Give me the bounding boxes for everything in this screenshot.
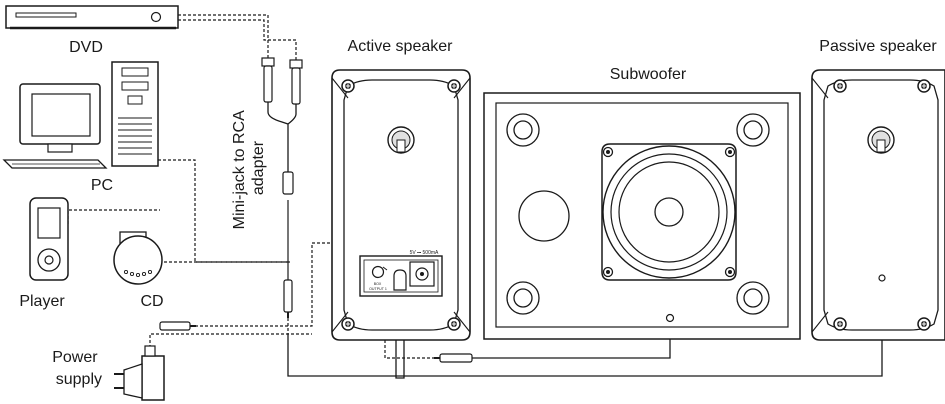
mini-jack-plug — [283, 279, 293, 318]
bass-port — [518, 190, 570, 242]
power-supply: Power supply — [52, 345, 165, 401]
active-speaker-label: Active speaker — [348, 38, 454, 55]
player-label: Player — [19, 293, 65, 310]
rca-adapter: Mini-jack to RCA adapter — [231, 57, 303, 230]
sub-plug — [434, 353, 473, 363]
player-cable — [67, 209, 160, 224]
media-player: Player — [19, 197, 69, 310]
keyhole-icon — [867, 126, 895, 154]
passive-speaker: Passive speaker — [811, 38, 945, 341]
subwoofer-label: Subwoofer — [610, 66, 687, 83]
connector-panel: 5V ⎓ 500mA BOX OUTPUT 1 — [359, 250, 443, 297]
dvd-cable-right — [178, 19, 297, 60]
pc-cable — [148, 159, 290, 263]
passive-speaker-label: Passive speaker — [819, 38, 937, 55]
power-supply-label: Power supply — [52, 349, 102, 388]
adapter-label: Mini-jack to RCA adapter — [231, 107, 267, 230]
input-cable — [195, 242, 379, 327]
power-rating-label: 5V ⎓ 500mA — [410, 250, 439, 256]
pc-label: PC — [91, 177, 113, 194]
dvd-cable-left — [178, 14, 269, 58]
pc: PC — [2, 61, 159, 194]
active-speaker: Active speaker 5V ⎓ 500mA BOX OUTP — [331, 38, 471, 341]
dvd-label: DVD — [69, 39, 103, 56]
keyhole-icon — [387, 126, 415, 154]
tower-icon — [111, 61, 159, 167]
cd-player: CD — [113, 231, 164, 310]
cd-mini-jack-plug — [159, 321, 196, 331]
subwoofer: Subwoofer — [483, 66, 801, 340]
cd-label: CD — [140, 293, 163, 310]
dvd-player: DVD — [5, 5, 179, 56]
output-label: BOX OUTPUT 1 — [369, 282, 387, 291]
power-cable — [149, 333, 312, 348]
